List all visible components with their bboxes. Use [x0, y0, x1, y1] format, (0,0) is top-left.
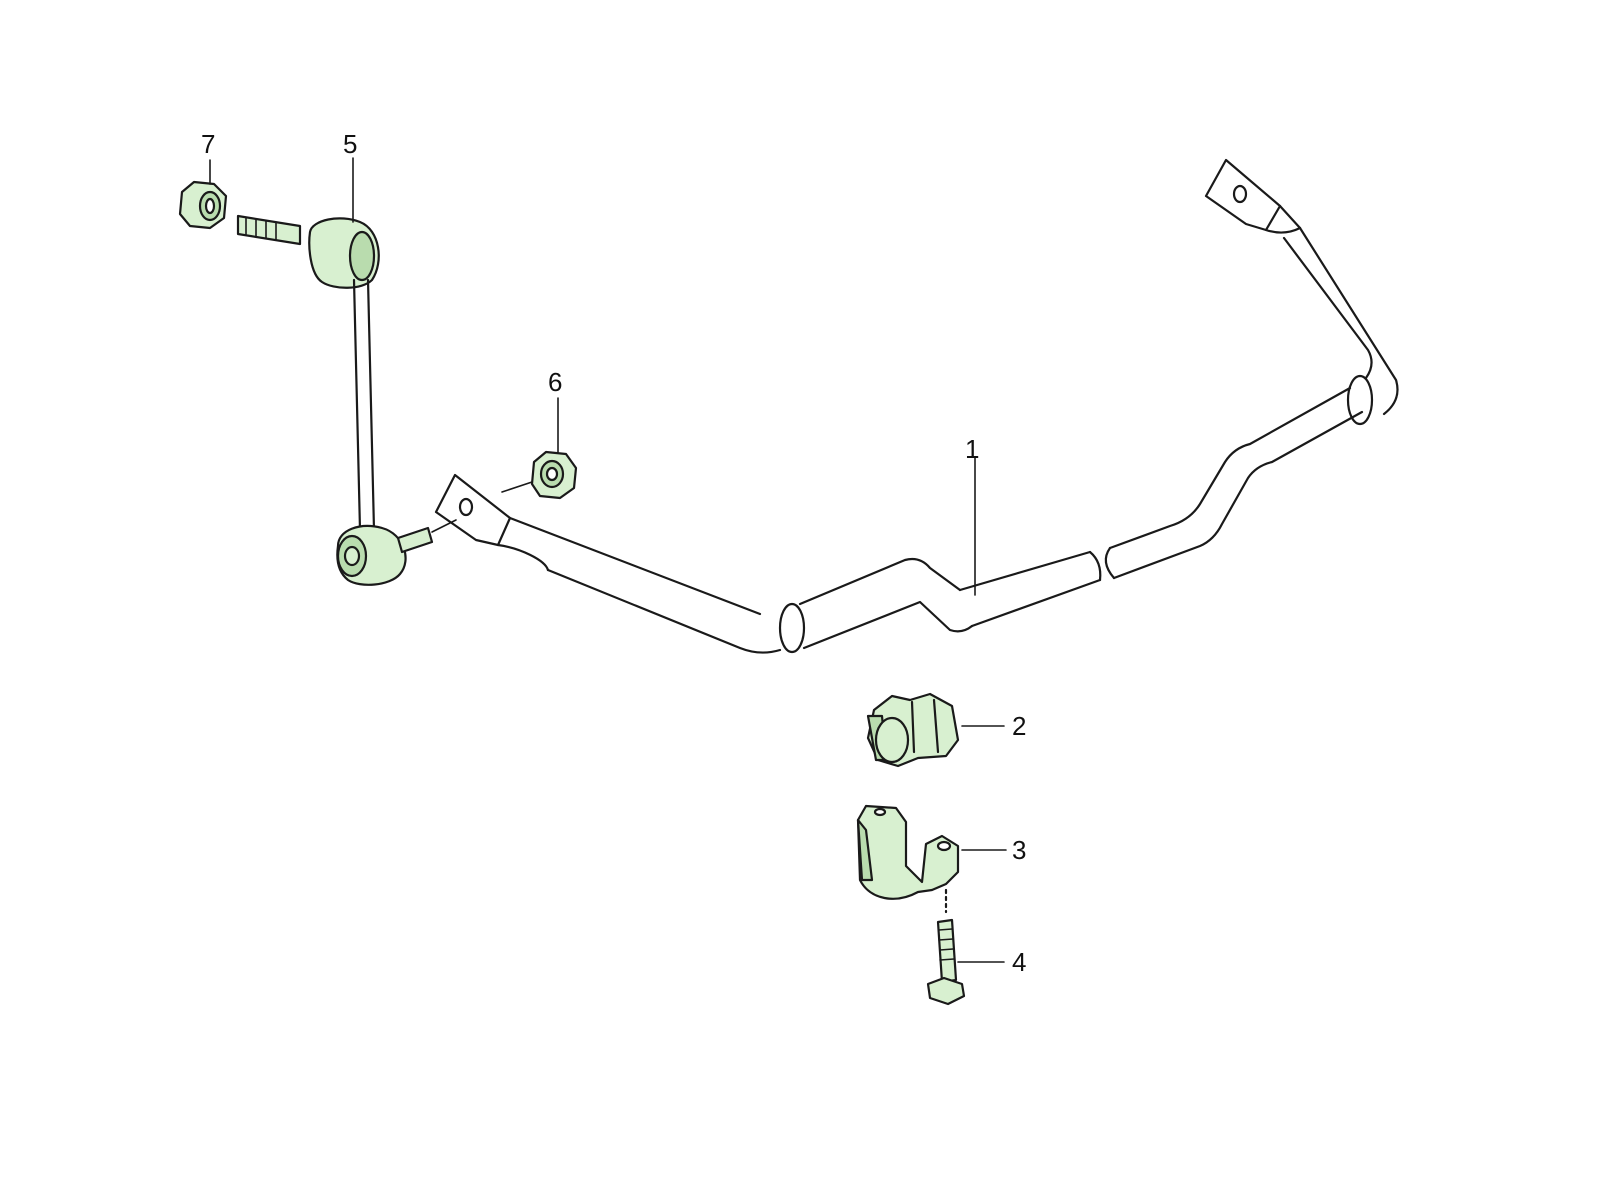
lower-nut	[530, 450, 578, 500]
callout-4: 4	[1012, 947, 1026, 977]
bracket-bolt	[926, 888, 966, 1006]
upper-nut	[178, 180, 228, 230]
stabilizer-bar	[434, 158, 1399, 654]
callout-3: 3	[1012, 835, 1026, 865]
callout-6: 6	[548, 367, 562, 397]
coupling-rod	[236, 214, 434, 586]
callout-1: 1	[965, 434, 979, 464]
leader-line-6-eye	[501, 481, 533, 493]
mounting-bracket	[856, 804, 960, 900]
callout-2: 2	[1012, 711, 1026, 741]
callout-7: 7	[201, 129, 215, 159]
leader-line-5-eye	[431, 519, 457, 533]
callout-5: 5	[343, 129, 357, 159]
rubber-bushing	[866, 692, 960, 768]
